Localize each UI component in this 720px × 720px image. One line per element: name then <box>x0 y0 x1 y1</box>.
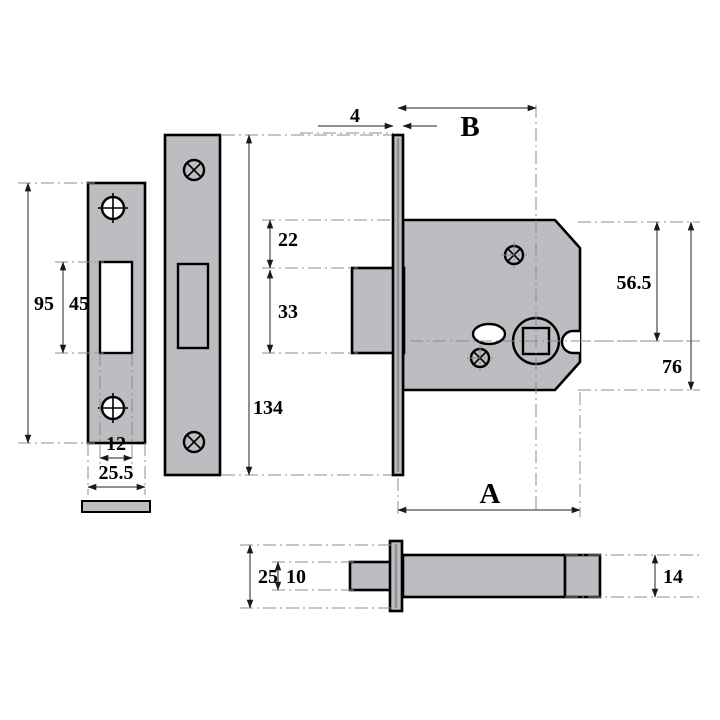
strike-plate-front-view: 95 45 12 25.5 <box>18 181 151 513</box>
lock-case-body <box>401 218 582 392</box>
dim-label-134: 134 <box>253 397 283 419</box>
dim-label-A: A <box>480 478 501 510</box>
plan-case-tail <box>563 553 602 599</box>
dim-label-76: 76 <box>662 356 682 378</box>
lock-body-side-view <box>350 105 700 512</box>
dim-label-565: 56.5 <box>617 272 652 294</box>
dimension-76-group: 76 <box>578 221 700 391</box>
dimension-134-group: 134 <box>222 134 392 476</box>
dim-label-22: 22 <box>278 229 298 251</box>
dim-label-33: 33 <box>278 301 298 323</box>
dim-label-B: B <box>460 111 479 143</box>
dim-label-25: 25 <box>258 566 278 588</box>
dimension-33-group: 33 <box>262 269 358 354</box>
case-screw-lower <box>467 345 493 371</box>
forend-plate-body <box>163 133 222 477</box>
bolt-notch <box>560 329 580 355</box>
dimension-B-group: B <box>397 104 537 143</box>
dimension-22-group: 22 <box>262 219 400 269</box>
plan-lock-case <box>401 553 567 599</box>
dim-label-10: 10 <box>286 566 306 588</box>
dim-label-255: 25.5 <box>99 462 134 484</box>
dim-label-45: 45 <box>69 293 89 315</box>
strike-plate-packing-shim <box>81 500 151 513</box>
case-screw-upper <box>501 242 527 268</box>
forend-screw-top <box>182 158 206 182</box>
lock-body-plan-view: 25 10 14 <box>240 539 700 613</box>
dimension-A-group: A <box>397 392 581 517</box>
dim-label-12: 12 <box>106 433 126 455</box>
dim-label-4: 4 <box>350 105 360 127</box>
forend-latch-aperture <box>176 262 210 350</box>
dim-label-95: 95 <box>34 293 54 315</box>
strike-plate-aperture <box>98 260 134 355</box>
dimension-565-group: 56.5 <box>578 221 700 342</box>
keyhole-slot <box>471 322 507 346</box>
dim-label-14: 14 <box>663 566 683 588</box>
strike-plate-screw-bottom <box>98 393 128 423</box>
dimension-4-group: 4 <box>300 105 437 134</box>
strike-plate-screw-top <box>98 193 128 223</box>
forend-screw-bottom <box>182 430 206 454</box>
forend-front-view <box>163 133 222 477</box>
